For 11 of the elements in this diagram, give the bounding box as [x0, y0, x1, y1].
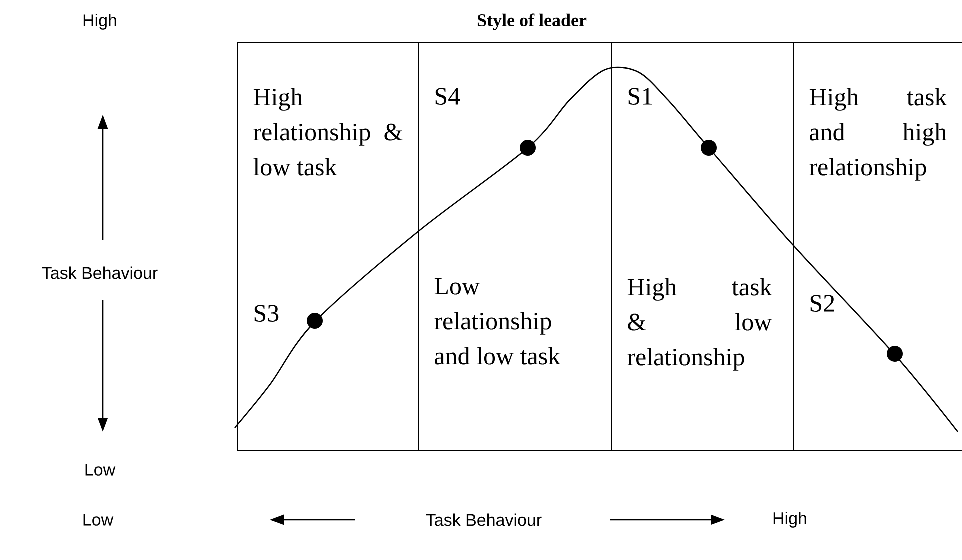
quadrant-cell: High task and high relationship S2: [793, 42, 962, 452]
quadrant-cell: S1 High task & low relationship: [611, 42, 794, 452]
axis-label: High: [774, 512, 806, 528]
axis-label: Low: [84, 514, 114, 526]
axis-label: Task Behaviour: [42, 266, 158, 280]
quadrant-cell: S4 Low relationship and low task: [418, 42, 612, 452]
axis-label: Task Behaviour: [426, 514, 542, 526]
axis-label: High: [84, 14, 116, 30]
chart-title: Style of leader: [478, 14, 587, 30]
quadrant-cell: High relationship & low task S3: [237, 42, 420, 452]
axis-label: Low: [86, 464, 116, 476]
